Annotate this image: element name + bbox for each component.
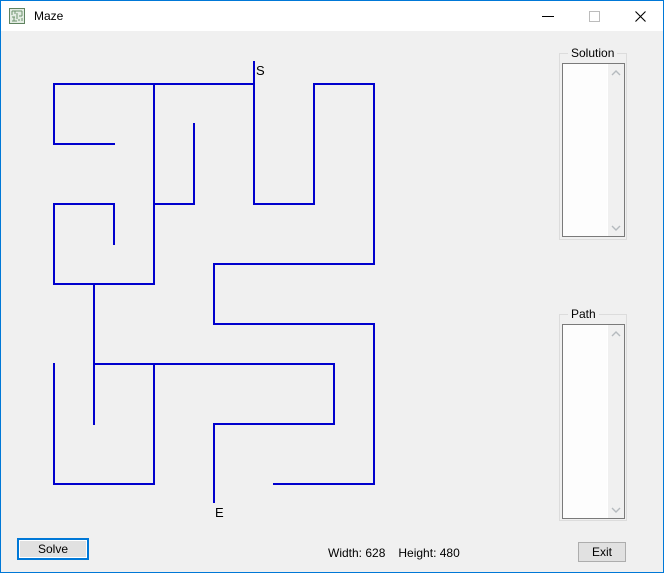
status-width: Width: 628 <box>328 546 386 560</box>
chevron-down-icon <box>611 225 621 231</box>
maximize-icon <box>588 10 600 22</box>
solution-group-label: Solution <box>568 46 618 60</box>
minimize-button[interactable] <box>525 1 571 31</box>
solution-list[interactable] <box>562 63 625 237</box>
status-bar: Width: 628 Height: 480 <box>328 546 460 560</box>
close-icon <box>634 10 646 22</box>
chevron-up-icon <box>611 69 621 75</box>
window-title: Maze <box>34 9 64 23</box>
exit-button[interactable]: Exit <box>578 542 626 562</box>
scroll-down-button[interactable] <box>608 501 625 518</box>
minimize-icon <box>542 15 554 17</box>
caption-buttons <box>525 1 663 31</box>
solution-groupbox: Solution <box>559 46 627 240</box>
solve-button[interactable]: Solve <box>17 538 89 560</box>
scroll-up-button[interactable] <box>608 64 625 81</box>
chevron-up-icon <box>611 330 621 336</box>
scroll-down-button[interactable] <box>608 219 625 236</box>
chevron-down-icon <box>611 507 621 513</box>
path-group-label: Path <box>568 307 599 321</box>
scroll-up-button[interactable] <box>608 325 625 342</box>
svg-text:E: E <box>215 505 224 520</box>
maximize-button[interactable] <box>571 1 617 31</box>
status-height: Height: 480 <box>398 546 460 560</box>
path-scrollbar[interactable] <box>607 325 624 518</box>
title-bar: Maze <box>1 1 663 31</box>
close-button[interactable] <box>617 1 663 31</box>
path-groupbox: Path <box>559 307 627 521</box>
solution-scrollbar[interactable] <box>607 64 624 236</box>
path-list[interactable] <box>562 324 625 519</box>
app-icon <box>9 8 25 24</box>
svg-text:S: S <box>256 63 265 78</box>
